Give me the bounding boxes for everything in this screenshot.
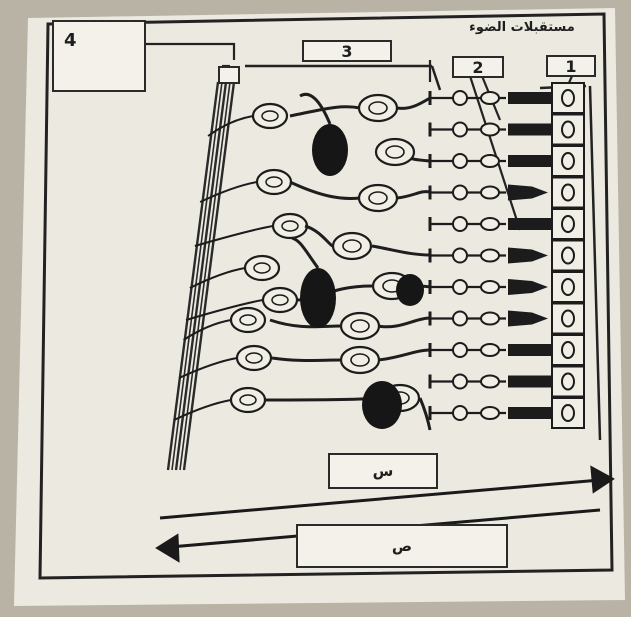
bipolar-cell: [333, 233, 371, 259]
pigment-cell: [552, 115, 584, 145]
pigment-cell: [552, 398, 584, 428]
receptor-nucleus: [453, 280, 467, 294]
label-2-text: 2: [472, 58, 483, 77]
bipolar-cell: [341, 313, 379, 339]
amacrine-cell: [312, 124, 348, 176]
pigment-cell: [552, 335, 584, 365]
pigment-cell: [552, 367, 584, 397]
pigment-cell: [552, 83, 584, 113]
ganglion-cell: [231, 388, 265, 412]
label-box-3: 3: [302, 40, 392, 62]
label-box-1: 1: [546, 55, 596, 77]
receptor-nucleus: [453, 154, 467, 168]
receptor-body: [481, 407, 499, 419]
pigment-cell: [552, 146, 584, 176]
pigment-epithelium: [552, 83, 584, 428]
label-4-text: 4: [64, 30, 77, 51]
receptor-nucleus: [453, 91, 467, 105]
arrow-s-label: س: [373, 462, 394, 480]
label-box-4: 4: [52, 20, 146, 92]
receptor-body: [481, 281, 499, 293]
rod-outer-segment: [508, 344, 552, 356]
amacrine-cell: [300, 268, 336, 328]
receptor-body: [481, 218, 499, 230]
pigment-cell: [552, 272, 584, 302]
ganglion-cell: [231, 308, 265, 332]
ganglion-cell: [273, 214, 307, 238]
label-box-2: 2: [452, 56, 504, 78]
receptor-body: [481, 124, 499, 136]
receptor-body: [481, 187, 499, 199]
rod-outer-segment: [508, 407, 552, 419]
amacrine-cell: [396, 274, 424, 306]
pigment-cell: [552, 304, 584, 334]
bipolar-cell: [341, 347, 379, 373]
receptor-body: [481, 155, 499, 167]
receptor-nucleus: [453, 312, 467, 326]
label-box-pivot: [218, 66, 240, 84]
receptor-nucleus: [453, 249, 467, 263]
rod-outer-segment: [508, 155, 552, 167]
receptor-nucleus: [453, 123, 467, 137]
amacrine-cell: [362, 381, 402, 429]
ganglion-cell: [245, 256, 279, 280]
ganglion-cell: [253, 104, 287, 128]
pigment-cell: [552, 178, 584, 208]
arrow-s2-label: ص: [392, 537, 412, 555]
receptor-nucleus: [453, 217, 467, 231]
rod-outer-segment: [508, 218, 552, 230]
bipolar-cell: [376, 139, 414, 165]
receptor-body: [481, 376, 499, 388]
receptor-nucleus: [453, 406, 467, 420]
label-3-text: 3: [341, 42, 352, 61]
label-1-text: 1: [565, 57, 576, 76]
photoreceptors-header: مستقبلات الضوء: [452, 20, 592, 35]
ganglion-cell: [257, 170, 291, 194]
rod-outer-segment: [508, 376, 552, 388]
arrow-s-label-box: س: [328, 453, 438, 489]
receptor-nucleus: [453, 186, 467, 200]
pigment-cell: [552, 241, 584, 271]
rod-outer-segment: [508, 92, 552, 104]
bipolar-cell: [359, 95, 397, 121]
receptor-nucleus: [453, 343, 467, 357]
receptor-body: [481, 313, 499, 325]
ganglion-cell: [237, 346, 271, 370]
receptor-body: [481, 92, 499, 104]
receptor-nucleus: [453, 375, 467, 389]
arrow-s2-label-box: ص: [296, 524, 508, 568]
bipolar-cell: [359, 185, 397, 211]
receptor-body: [481, 250, 499, 262]
receptor-body: [481, 344, 499, 356]
rod-outer-segment: [508, 124, 552, 136]
pigment-cell: [552, 209, 584, 239]
ganglion-cell: [263, 288, 297, 312]
